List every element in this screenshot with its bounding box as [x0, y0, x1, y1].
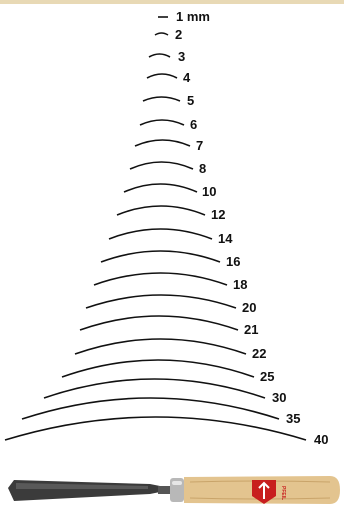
sweep-profile-arc [147, 74, 177, 78]
sweep-profile-arc [94, 273, 227, 285]
sweep-profile-arc [86, 295, 236, 308]
sweep-profile-arc [80, 316, 238, 330]
sweep-profile-arc [140, 120, 184, 125]
sweep-profile-arc [22, 398, 279, 419]
sweep-size-label: 4 [183, 70, 191, 85]
sweep-size-label: 22 [252, 346, 266, 361]
sweep-size-label: 18 [233, 277, 247, 292]
chisel-tool-image: PFEIL [0, 462, 344, 512]
sweep-size-label: 40 [314, 432, 328, 447]
sweep-profile-arc [117, 206, 205, 215]
sweep-size-label: 21 [244, 322, 258, 337]
sweep-size-label: 25 [260, 369, 274, 384]
sweep-size-label: 5 [187, 93, 194, 108]
sweep-profile-arc [135, 140, 190, 146]
sweep-size-label: 7 [196, 138, 203, 153]
sweep-profile-arc [75, 339, 246, 354]
sweep-profile-arc [155, 33, 168, 35]
sweep-size-label: 35 [286, 411, 300, 426]
chisel-blade [8, 480, 160, 501]
sweep-profile-arc [124, 184, 197, 192]
logo-text: PFEIL [280, 486, 286, 500]
sweep-size-label: 10 [202, 184, 216, 199]
sweep-size-label: 30 [272, 390, 286, 405]
sweep-profile-arc [62, 360, 254, 377]
sweep-profile-arc [44, 379, 265, 398]
sweep-size-label: 20 [242, 300, 256, 315]
chisel-ferrule-shine [172, 481, 182, 485]
sweep-size-label: 12 [211, 207, 225, 222]
sweep-size-label: 1 mm [176, 9, 210, 24]
sweep-profile-arc [143, 97, 180, 101]
sweep-profile-arc [149, 54, 170, 57]
sweep-profile-arc [130, 162, 193, 169]
sweep-size-label: 14 [218, 231, 233, 246]
sweep-size-label: 2 [175, 27, 182, 42]
sweep-size-label: 3 [178, 49, 185, 64]
sweep-profile-arc [109, 229, 212, 239]
sweep-profile-arc [5, 417, 306, 440]
sweep-profile-arc [101, 251, 220, 262]
sweep-size-label: 6 [190, 117, 197, 132]
sweep-size-label: 16 [226, 254, 240, 269]
chisel-shank [158, 486, 172, 494]
sweep-size-label: 8 [199, 161, 206, 176]
